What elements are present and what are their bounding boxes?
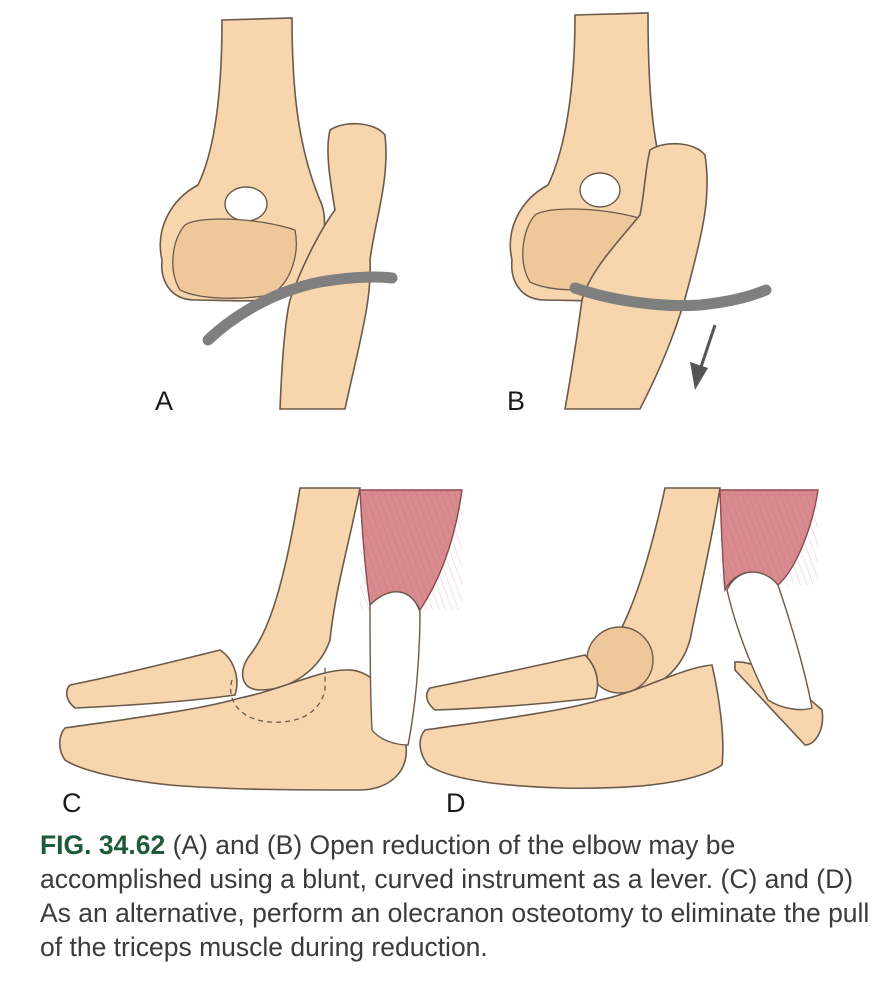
triceps-tendon-c	[369, 591, 421, 746]
olecranon-fossa-a	[224, 186, 268, 222]
ulna-c	[58, 669, 408, 791]
osteotomy-outline-c	[230, 665, 326, 723]
radius-c	[65, 649, 238, 709]
figure-34-62: A B C D	[58, 12, 824, 818]
radius-d	[425, 654, 599, 711]
panel-label-d: D	[446, 788, 466, 818]
panel-d-drawing	[419, 487, 824, 790]
radius-ulna-b	[564, 142, 708, 410]
caption-text: (A) and (B) Open reduction of the elbow …	[40, 830, 870, 962]
instrument-b	[569, 282, 772, 312]
panel-b-drawing	[509, 12, 772, 410]
capitulum-a	[172, 218, 297, 299]
instrument-a	[202, 271, 398, 346]
panel-a-drawing	[159, 17, 398, 410]
humerus-c	[241, 487, 361, 691]
panel-label-a: A	[155, 386, 174, 416]
pull-direction-arrow	[690, 324, 717, 390]
olecranon-fossa-b	[579, 172, 621, 208]
elbow-illustration	[58, 12, 824, 791]
panel-label-b: B	[507, 386, 526, 416]
panel-label-c: C	[62, 788, 82, 818]
panel-c-drawing	[58, 487, 463, 791]
triceps-tendon-d	[726, 571, 813, 711]
figure-caption: FIG. 34.62 (A) and (B) Open reduction of…	[40, 828, 870, 964]
figure-number: FIG. 34.62	[40, 830, 166, 860]
ulna-d	[419, 664, 724, 790]
radius-ulna-a	[279, 122, 387, 410]
